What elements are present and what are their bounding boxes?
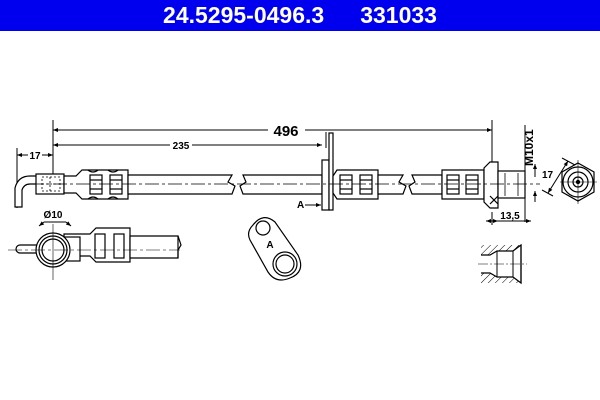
bracket-detail-label: A bbox=[266, 240, 273, 251]
fitting-length-label: 13,5 bbox=[500, 211, 520, 222]
bracket-detail-a bbox=[247, 217, 302, 281]
top-view-banjo-end bbox=[15, 221, 182, 268]
dimension-hex-across-flats bbox=[541, 157, 576, 197]
bore-diameter-label: Ø10 bbox=[44, 210, 63, 221]
dimension-partial-length: 235 bbox=[173, 141, 190, 152]
dimension-elbow-offset: 17 bbox=[29, 151, 41, 162]
part-number: 24.5295-0496.3 bbox=[163, 2, 325, 28]
thread-size-label: M10x1 bbox=[522, 129, 536, 166]
port-section-view bbox=[478, 243, 527, 285]
part-number-header: 24.5295-0496.3 331033 bbox=[0, 0, 600, 31]
reference-number: 331033 bbox=[360, 2, 437, 28]
bracket-pointer-label: A bbox=[297, 200, 304, 211]
hex-across-flats-label: 17 bbox=[542, 170, 554, 181]
dimension-235 bbox=[53, 132, 327, 148]
dimension-overall-length: 496 bbox=[273, 123, 298, 140]
hex-nut-end-view bbox=[560, 160, 597, 204]
dimension-13-5 bbox=[486, 212, 531, 225]
